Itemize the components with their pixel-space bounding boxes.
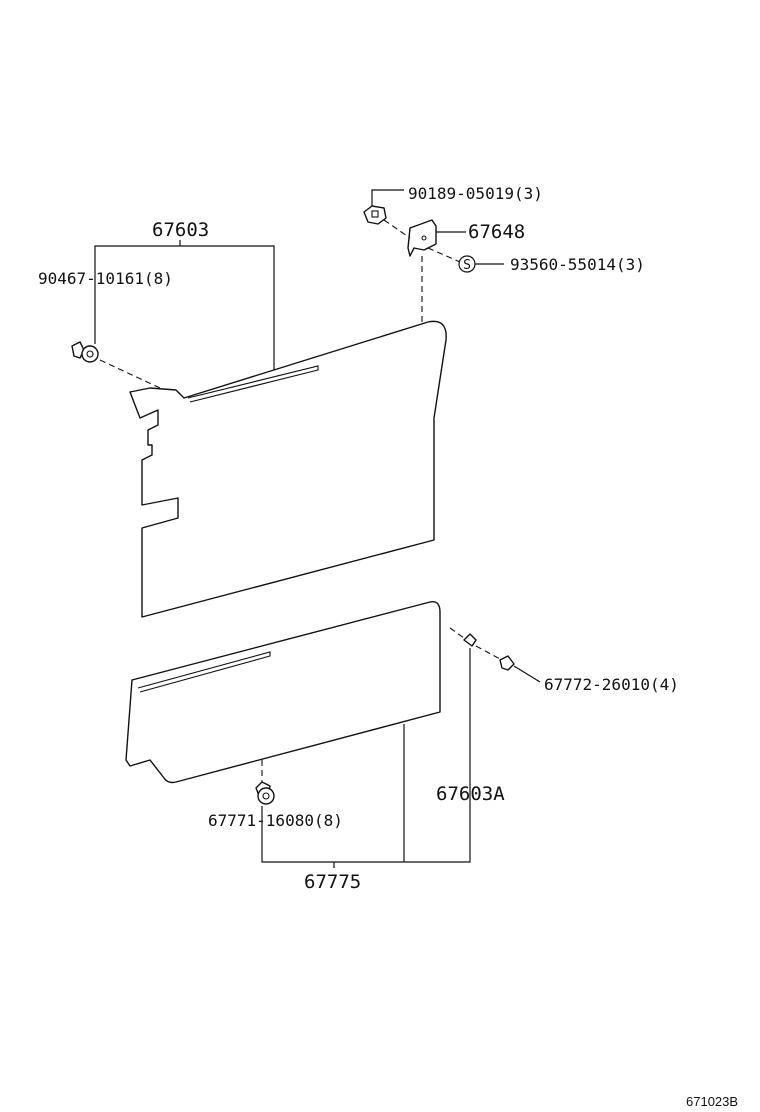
- label-67771-16080: 67771-16080(8): [208, 811, 343, 830]
- side-clips: [463, 633, 515, 671]
- label-93560-55014: 93560-55014(3): [510, 255, 645, 274]
- screw-symbol: S: [458, 255, 476, 273]
- hook-clip: [363, 205, 387, 225]
- lower-trim-panel: [125, 601, 441, 784]
- svg-text:S: S: [463, 258, 471, 273]
- upper-trim-panel: [129, 320, 447, 618]
- label-67648: 67648: [468, 221, 525, 243]
- label-67772-26010: 67772-26010(4): [544, 675, 679, 694]
- label-67603: 67603: [152, 219, 209, 241]
- label-67603A: 67603A: [436, 783, 505, 805]
- label-90467-10161: 90467-10161(8): [38, 269, 173, 288]
- document-id: 671023B: [686, 1094, 738, 1109]
- label-67775: 67775: [304, 871, 361, 893]
- label-90189-05019: 90189-05019(3): [408, 184, 543, 203]
- upper-clip: [71, 341, 99, 363]
- leader-lines: [94, 189, 541, 868]
- bracket: [407, 219, 437, 257]
- lower-clip: [255, 781, 275, 805]
